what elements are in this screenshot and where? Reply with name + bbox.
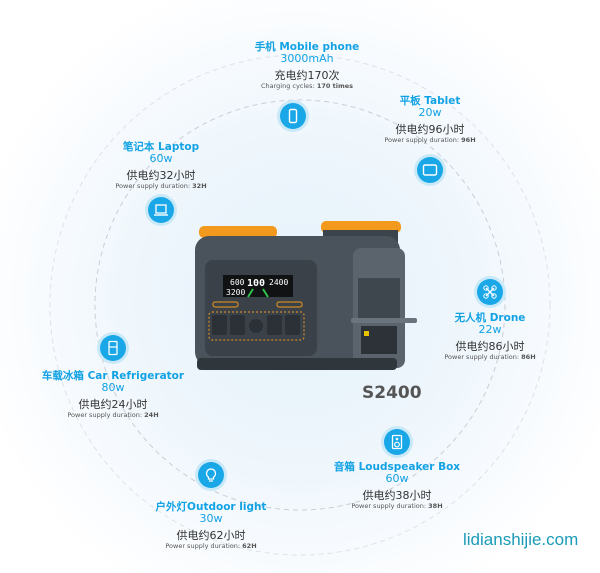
item-duration-value: 86H [521, 353, 536, 361]
item-duration-cn: 供电约86小时 [455, 340, 525, 353]
device-item-tablet: 平板 Tablet 20w 供电约96小时 Power supply durat… [384, 95, 475, 145]
device-item-phone: 手机 Mobile phone 3000mAh 充电约170次 Charging… [255, 41, 360, 91]
device-item-light: 户外灯Outdoor light 30w 供电约62小时 Power suppl… [156, 501, 267, 551]
item-power: 22w [478, 323, 502, 336]
tablet-icon [417, 157, 443, 183]
item-duration-value: 24H [144, 411, 159, 419]
display-left-bottom: 3200 [226, 288, 245, 297]
item-power: 20w [418, 106, 442, 119]
item-title: 户外灯Outdoor light [155, 501, 267, 513]
watermark: lidianshijie.com [463, 530, 579, 549]
device-item-fridge: 车载冰箱 Car Refrigerator 80w 供电约24小时 Power … [42, 370, 184, 420]
display-center: 100 [247, 278, 265, 289]
item-title: 手机 Mobile phone [254, 41, 360, 53]
device-item-drone: 无人机 Drone 22w 供电约86小时 Power supply durat… [444, 312, 535, 362]
device-item-laptop: 笔记本 Laptop 60w 供电约32小时 Power supply dura… [115, 141, 206, 191]
item-duration-label: Charging cycles: [260, 82, 317, 90]
item-duration-cn: 供电约38小时 [362, 489, 432, 502]
fridge-icon [100, 335, 126, 361]
item-title: 车载冰箱 Car Refrigerator [41, 370, 185, 382]
item-duration-value: 32H [192, 182, 207, 190]
item-duration-cn: 供电约62小时 [176, 529, 246, 542]
item-duration-label: Power supply duration: [115, 182, 193, 190]
item-duration-label: Power supply duration: [384, 136, 462, 144]
item-duration-value: 38H [428, 502, 443, 510]
power-station-image: 600 100 2400 3200 [195, 221, 417, 370]
item-title: 音箱 Loudspeaker Box [333, 461, 461, 473]
item-duration-label: Power supply duration: [444, 353, 522, 361]
item-duration-label: Power supply duration: [67, 411, 145, 419]
item-title: 平板 Tablet [399, 95, 461, 107]
speaker-icon [384, 429, 410, 455]
item-power: 30w [199, 512, 223, 525]
item-power: 80w [101, 381, 125, 394]
item-duration-label: Power supply duration: [351, 502, 429, 510]
device-item-speaker: 音箱 Loudspeaker Box 60w 供电约38小时 Power sup… [334, 461, 460, 511]
display-right-top: 2400 [269, 278, 288, 287]
item-power: 3000mAh [280, 52, 334, 65]
item-title: 无人机 Drone [454, 312, 526, 324]
phone-icon [280, 103, 306, 129]
item-power: 60w [385, 472, 409, 485]
item-duration-cn: 充电约170次 [274, 69, 340, 82]
laptop-icon [148, 197, 174, 223]
item-duration-value: 170 times [316, 82, 354, 90]
model-name: S2400 [362, 383, 422, 403]
item-duration-cn: 供电约32小时 [126, 169, 196, 182]
item-duration-value: 96H [461, 136, 476, 144]
item-title: 笔记本 Laptop [122, 141, 200, 153]
item-duration-label: Power supply duration: [165, 542, 243, 550]
item-duration-cn: 供电约24小时 [78, 398, 148, 411]
drone-icon [477, 279, 503, 305]
item-duration-value: 62H [242, 542, 257, 550]
bulb-icon [198, 462, 224, 488]
item-power: 60w [149, 152, 173, 165]
item-duration-cn: 供电约96小时 [395, 123, 465, 136]
display-left-top: 600 [230, 278, 245, 287]
